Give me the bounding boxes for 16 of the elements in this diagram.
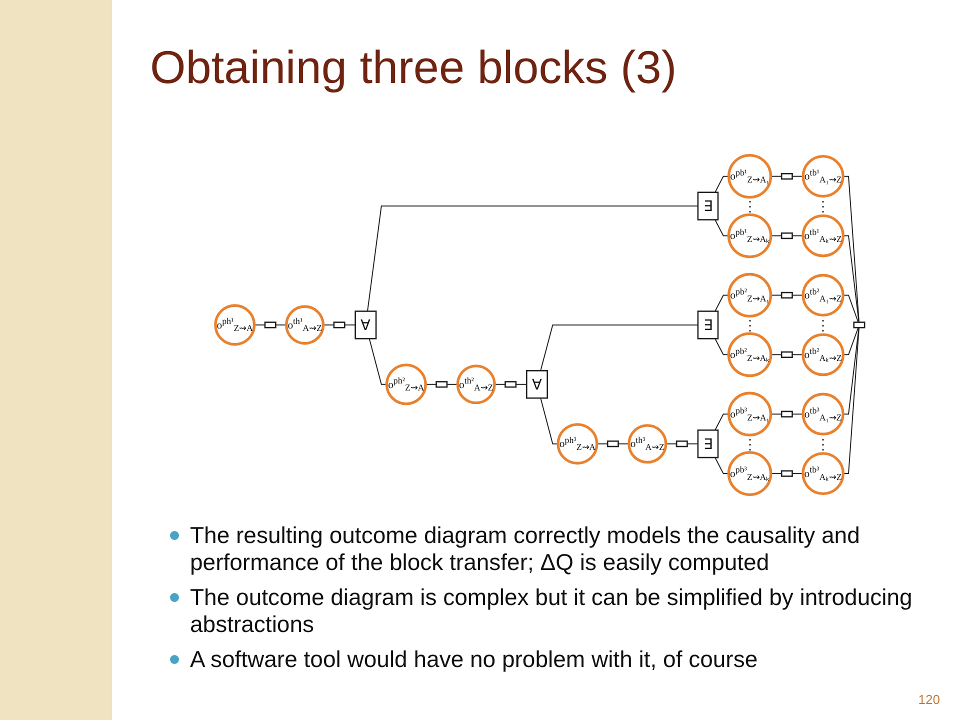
quantifier-box: ∃ xyxy=(697,310,719,340)
ellipsis-mark: ⋮ xyxy=(742,199,757,214)
ellipsis-mark: ⋮ xyxy=(816,436,830,451)
bullet-text: A software tool would have no problem with it, of course xyxy=(190,646,758,672)
page-number: 120 xyxy=(918,692,940,707)
quantifier-box: ∀ xyxy=(354,310,377,340)
ellipsis-mark: ⋮ xyxy=(742,436,757,451)
ellipsis-mark: ⋮ xyxy=(816,199,830,214)
slide-title: Obtaining three blocks (3) xyxy=(150,40,677,94)
bullet-text: The outcome diagram is complex but it can be simplified by introducing abstractions xyxy=(190,584,912,637)
ellipsis-mark: ⋮ xyxy=(742,318,757,332)
quantifier-box: ∀ xyxy=(526,370,548,399)
bullet-text: The resulting outcome diagram correctly models the causality and performance of the block transfer; ΔQ is easily computed xyxy=(190,522,860,575)
quantifier-box: ∃ xyxy=(697,192,719,220)
quantifier-box: ∃ xyxy=(697,429,719,458)
ellipsis-mark: ⋮ xyxy=(816,318,830,332)
